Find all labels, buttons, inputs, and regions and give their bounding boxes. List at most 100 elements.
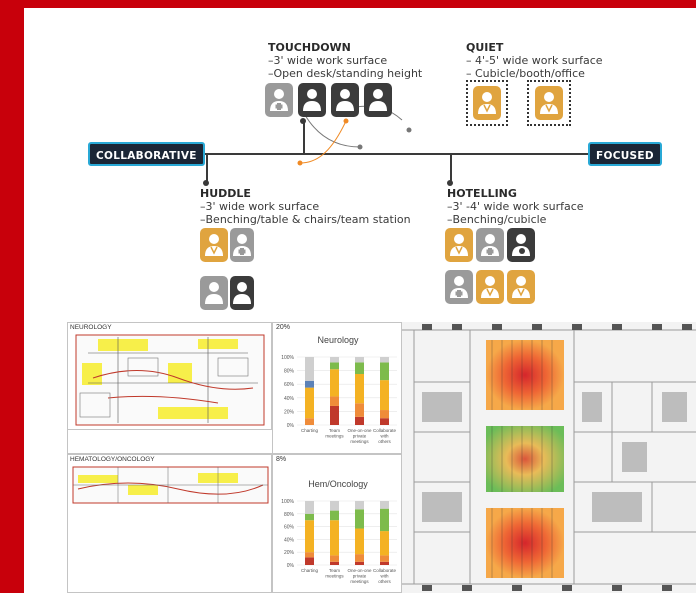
x-tick-label: meetings — [325, 574, 344, 579]
bar-segment — [305, 387, 314, 419]
y-tick-label: 60% — [284, 525, 295, 531]
bar-segment — [330, 362, 339, 370]
bar-segment — [305, 513, 314, 521]
bar-segment — [330, 501, 339, 511]
bar-segment — [305, 557, 314, 565]
brand-frame-left — [0, 0, 24, 593]
huddle-text: HUDDLE –3' wide work surface –Benching/t… — [200, 187, 411, 226]
bar-segment — [380, 555, 389, 562]
x-tick-label: meetings — [350, 579, 369, 584]
doctor-icon — [535, 86, 563, 120]
huddle-tick — [206, 154, 208, 182]
x-tick-label: Charting — [301, 568, 319, 573]
bar-segment — [380, 531, 389, 556]
quiet-text: QUIET – 4'-5' wide work surface – Cubicl… — [466, 41, 603, 80]
bar-segment — [355, 362, 364, 374]
touchdown-line1: –3' wide work surface — [268, 54, 388, 67]
touchdown-title: TOUCHDOWN — [268, 41, 351, 54]
hemonc-plan-label: HEMATOLOGY/ONCOLOGY — [70, 456, 155, 463]
x-tick-label: meetings — [350, 439, 369, 444]
y-tick-label: 0% — [287, 423, 295, 429]
huddle-line1: –3' wide work surface — [200, 200, 320, 213]
y-tick-label: 20% — [284, 550, 295, 556]
bar-segment — [330, 357, 339, 363]
neurology-plan-label: NEUROLOGY — [70, 324, 112, 331]
bar-segment — [305, 552, 314, 558]
y-tick-label: 80% — [284, 369, 295, 375]
person-plus-icon — [230, 228, 254, 262]
bar-segment — [380, 561, 389, 565]
bar-segment — [305, 418, 314, 425]
neurology-plan-panel: NEUROLOGY — [67, 322, 272, 430]
touchdown-text: TOUCHDOWN –3' wide work surface –Open de… — [268, 41, 422, 80]
doctor-icon — [445, 228, 473, 262]
huddle-tick-dot — [203, 180, 209, 186]
person-plus-icon — [476, 228, 504, 262]
doctor-icon — [476, 270, 504, 304]
y-tick-label: 100% — [281, 355, 294, 361]
hotelling-line1: –3' -4' wide work surface — [447, 200, 584, 213]
collaborative-label: COLLABORATIVE — [88, 142, 205, 166]
y-tick-label: 100% — [281, 499, 294, 505]
huddle-title: HUDDLE — [200, 187, 251, 200]
bar-segment — [305, 380, 314, 388]
huddle-line2: –Benching/table & chairs/team station — [200, 213, 411, 226]
doctor-icon — [473, 86, 501, 120]
hemonc-chart-panel: 8% Hem/Oncology 0%20%40%60%80%100%Charti… — [272, 454, 402, 593]
x-tick-label: with — [380, 574, 388, 579]
bar-segment — [380, 418, 389, 425]
bar-segment — [355, 528, 364, 555]
neurology-floor-plan — [75, 334, 265, 426]
people-icon — [200, 276, 228, 310]
person-icon — [364, 83, 392, 117]
person-phone-icon — [507, 228, 535, 262]
doctor-icon — [200, 228, 228, 262]
x-tick-label: private — [353, 434, 367, 439]
bar-segment — [355, 509, 364, 529]
neurology-chart-title: Neurology — [317, 335, 359, 345]
bar-segment — [380, 362, 389, 381]
y-tick-label: 80% — [284, 512, 295, 518]
bar-segment — [305, 357, 314, 381]
hotelling-tick — [450, 154, 452, 182]
x-tick-label: One-on-one — [347, 568, 372, 573]
x-tick-label: private — [353, 574, 367, 579]
spectrum-line — [180, 153, 590, 155]
neurology-chart-panel: 20% Neurology 0%20%40%60%80%100%Charting… — [272, 322, 402, 454]
bar-segment — [355, 561, 364, 565]
focused-label: FOCUSED — [588, 142, 662, 166]
bar-segment — [330, 555, 339, 562]
x-tick-label: meetings — [325, 434, 344, 439]
people-icon — [230, 276, 254, 310]
x-tick-label: Collaborate — [373, 568, 397, 573]
bar-segment — [330, 369, 339, 397]
hotelling-text: HOTELLING –3' -4' wide work surface –Ben… — [447, 187, 584, 226]
bar-segment — [355, 374, 364, 404]
bar-segment — [380, 410, 389, 419]
hemonc-chart-title: Hem/Oncology — [308, 479, 368, 489]
occupancy-heatmap-plan — [402, 322, 696, 593]
bar-segment — [380, 508, 389, 532]
person-plus-icon — [445, 270, 473, 304]
person-icon — [298, 83, 326, 117]
bar-segment — [380, 357, 389, 363]
bar-segment — [330, 520, 339, 556]
x-tick-label: One-on-one — [347, 428, 372, 433]
hotelling-title: HOTELLING — [447, 187, 517, 200]
bar-segment — [305, 501, 314, 514]
bar-segment — [330, 396, 339, 406]
bar-segment — [305, 520, 314, 553]
x-tick-label: Team — [329, 568, 340, 573]
hemonc-pct: 8% — [276, 456, 287, 463]
bar-segment — [380, 501, 389, 509]
panel-divider — [67, 453, 272, 454]
bar-segment — [330, 561, 339, 565]
hotelling-tick-dot — [447, 180, 453, 186]
quiet-title: QUIET — [466, 41, 504, 54]
y-tick-label: 20% — [284, 409, 295, 415]
x-tick-label: with — [380, 434, 388, 439]
quiet-line2: – Cubicle/booth/office — [466, 67, 585, 80]
touchdown-tick — [303, 120, 305, 154]
